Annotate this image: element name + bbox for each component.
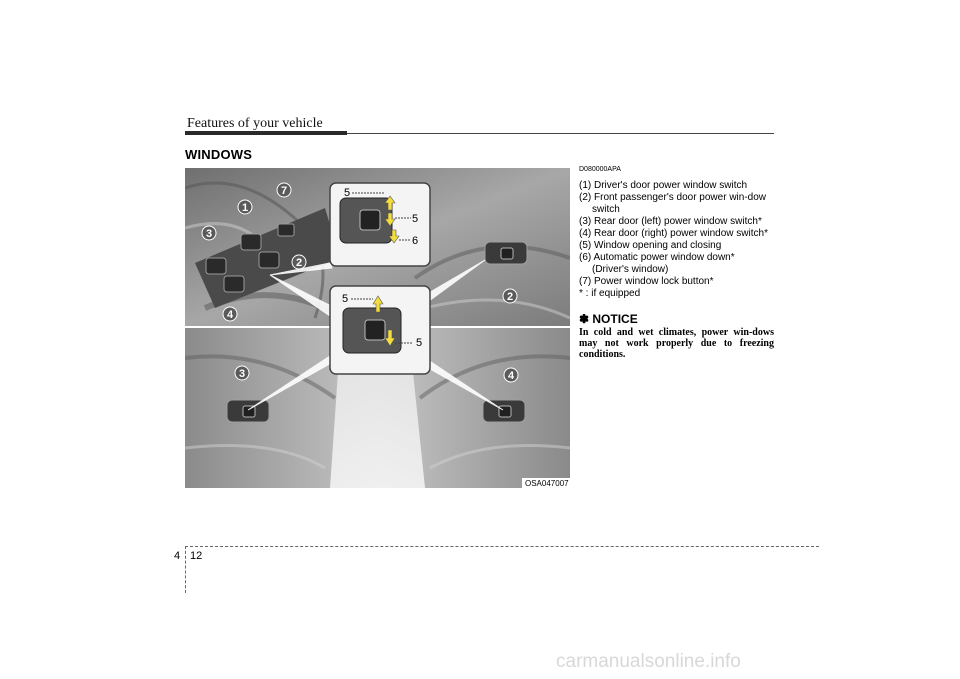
callout-4-lower: 4: [503, 367, 519, 383]
driver-switch-panel: [195, 208, 340, 308]
list-item: (6) Automatic power window down* (Driver…: [579, 252, 735, 275]
label-6: 6: [412, 235, 418, 247]
watermark: carmanualsonline.info: [556, 651, 741, 672]
label-5-inset2-top: 5: [342, 293, 348, 305]
svg-text:2: 2: [507, 291, 513, 303]
footer-divider: [185, 546, 186, 593]
list-item: (2) Front passenger's door power win-dow…: [579, 192, 766, 215]
list-item: (3) Rear door (left) power window switch…: [579, 216, 762, 227]
svg-text:3: 3: [206, 228, 212, 240]
figure-code: OSA047007: [522, 478, 572, 489]
svg-text:4: 4: [508, 370, 515, 382]
svg-text:2: 2: [296, 257, 302, 269]
footer-rule: [185, 546, 819, 547]
section-title: WINDOWS: [185, 147, 253, 162]
svg-text:3: 3: [239, 368, 245, 380]
list-item: (4) Rear door (right) power window switc…: [579, 228, 768, 239]
callout-3: 3: [201, 225, 217, 241]
svg-text:7: 7: [281, 185, 287, 197]
inset-driver-switch: [329, 182, 431, 267]
window-switch-figure: 1 7 3 2 4 2 3 4 5 5 6 5 5 OSA047007: [184, 168, 572, 489]
svg-text:4: 4: [227, 309, 234, 321]
callout-1: 1: [237, 199, 253, 215]
doc-code: D080000APA: [579, 166, 621, 173]
callout-2-right: 2: [502, 288, 518, 304]
label-5-inset2-bottom: 5: [416, 337, 422, 349]
svg-text:1: 1: [242, 202, 248, 214]
list-item: * : if equipped: [579, 288, 641, 299]
callout-3-lower: 3: [234, 365, 250, 381]
header-rule-thick: [185, 131, 347, 135]
chapter-number: 4: [174, 550, 181, 562]
list-item: (1) Driver's door power window switch: [579, 180, 748, 191]
page-number: 12: [190, 550, 203, 562]
callout-4: 4: [222, 306, 238, 322]
header-title: Features of your vehicle: [187, 116, 323, 131]
inset-passenger-switch: [329, 285, 431, 375]
callout-7: 7: [276, 182, 292, 198]
header-rule-thin: [347, 133, 774, 134]
notice-title: ✽ NOTICE: [579, 312, 638, 326]
label-5-top: 5: [344, 187, 350, 199]
list-item: (5) Window opening and closing: [579, 240, 722, 251]
list-item: (7) Power window lock button*: [579, 276, 714, 287]
notice-text: In cold and wet climates, power win-dows…: [579, 327, 774, 360]
label-5-mid: 5: [412, 213, 418, 225]
figure-illustration: 1 7 3 2 4 2 3 4 5 5 6 5 5: [184, 168, 571, 488]
callout-2: 2: [291, 254, 307, 270]
content-column: D080000APA (1) Driver's door power windo…: [579, 164, 774, 360]
